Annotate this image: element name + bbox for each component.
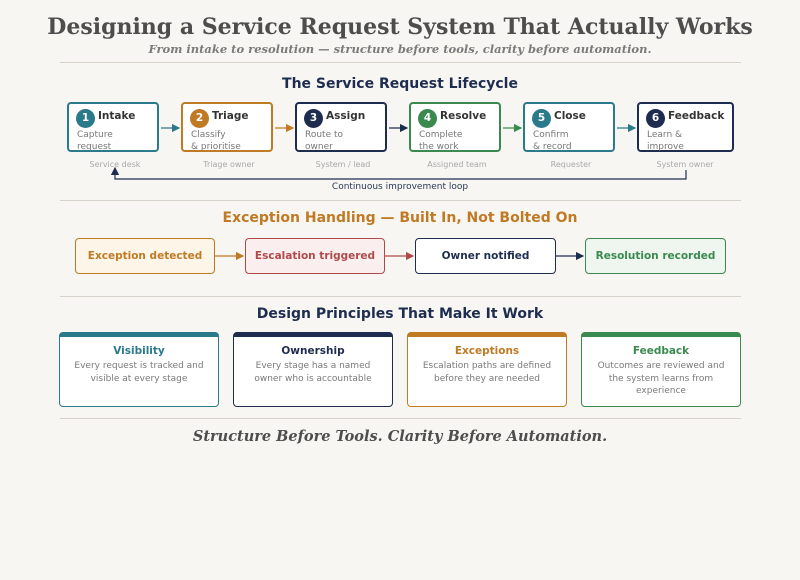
stage-description: Learn & improve [647,130,684,152]
stage-resolve: 4 Resolve Complete the work [409,102,501,152]
stage-number: 5 [532,109,551,128]
principle-card-ownership: Ownership Every stage has a named owner … [233,332,393,407]
divider [60,200,741,201]
stage-number: 3 [304,109,323,128]
stage-name: Feedback [668,110,725,122]
principle-card-exceptions: Exceptions Escalation paths are defined … [407,332,567,407]
principles-title: Design Principles That Make It Work [256,306,544,322]
principle-text: Every request is tracked and visible at … [74,361,204,384]
principle-title: Visibility [113,345,165,357]
stage-owner: Requester [550,160,592,169]
exception-step-escalation: Escalation triggered [245,238,385,274]
principle-text: Every stage has a named owner who is acc… [254,361,372,384]
stage-owner: Service desk [89,160,141,169]
stage-number: 2 [190,109,209,128]
page-title: Designing a Service Request System That … [47,14,753,40]
loop-label: Continuous improvement loop [331,182,469,192]
stage-description: Complete the work [419,130,463,152]
exceptions-title: Exception Handling — Built In, Not Bolte… [222,210,578,226]
stage-feedback: 6 Feedback Learn & improve [637,102,734,152]
divider [60,62,741,63]
exception-step-resolution: Resolution recorded [585,238,726,274]
divider [60,296,741,297]
stage-description: Capture request [77,130,113,152]
closing-tagline: Structure Before Tools. Clarity Before A… [192,428,608,445]
stage-name: Assign [326,110,366,122]
stage-number: 4 [418,109,437,128]
stage-triage: 2 Triage Classify & prioritise [181,102,273,152]
principle-text: Outcomes are reviewed and the system lea… [597,361,725,396]
stage-description: Classify & prioritise [191,130,241,152]
exception-step-owner-notified: Owner notified [415,238,556,274]
stage-name: Intake [98,110,136,122]
stage-intake: 1 Intake Capture request [67,102,159,152]
stage-description: Confirm & record [533,130,572,152]
stage-number: 6 [646,109,665,128]
stage-assign: 3 Assign Route to owner [295,102,387,152]
principle-text: Escalation paths are defined before they… [422,361,552,384]
stage-owner: System owner [656,160,714,169]
exception-step-detected: Exception detected [75,238,215,274]
stage-name: Close [554,110,586,122]
principle-title: Exceptions [454,345,520,357]
principle-title: Feedback [632,345,690,357]
stage-owner: Assigned team [427,160,487,169]
page-subtitle: From intake to resolution — structure be… [148,42,652,56]
stage-name: Resolve [440,110,487,122]
divider [60,418,741,419]
stage-owner: Triage owner [203,160,255,169]
stage-close: 5 Close Confirm & record [523,102,615,152]
principle-card-feedback: Feedback Outcomes are reviewed and the s… [581,332,741,407]
stage-name: Triage [212,110,249,122]
feedback-loop-arrow [110,166,687,180]
stage-description: Route to owner [305,130,344,152]
stage-owner: System / lead [315,160,371,169]
principle-card-visibility: Visibility Every request is tracked and … [59,332,219,407]
principle-title: Ownership [281,345,345,357]
lifecycle-title: The Service Request Lifecycle [282,76,518,92]
stage-number: 1 [76,109,95,128]
